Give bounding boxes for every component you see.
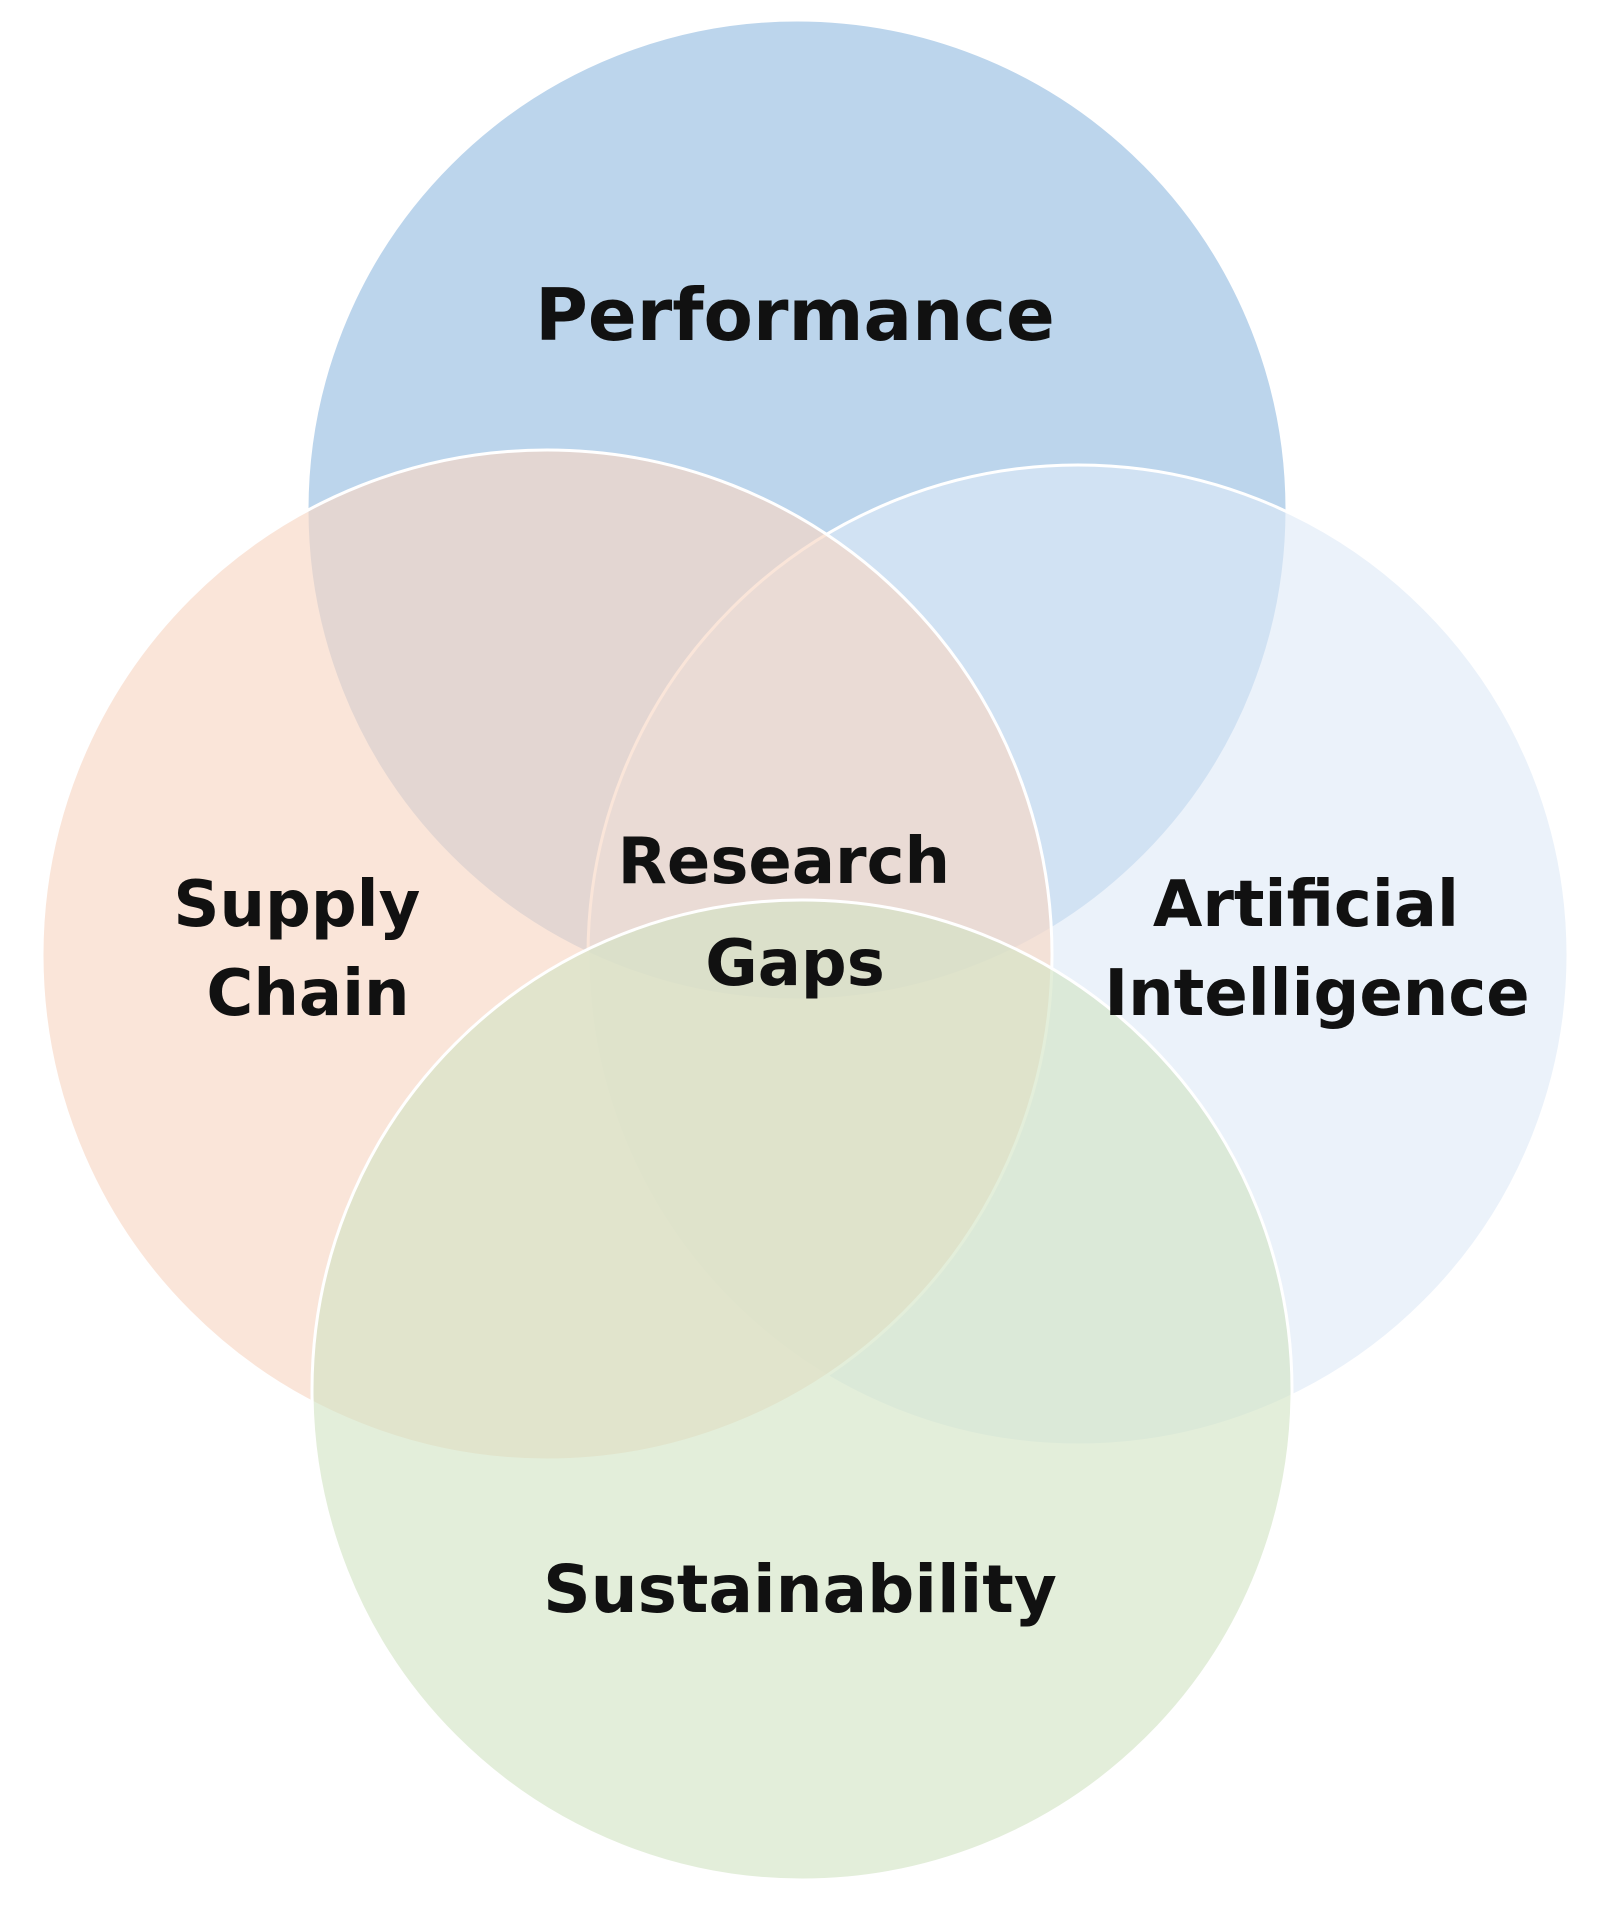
- label-supply-chain: Supply Chain: [173, 868, 442, 1031]
- label-supply-line-1: Supply: [173, 868, 420, 942]
- label-performance: Performance: [535, 273, 1055, 357]
- label-ai-line-1: Artificial: [1153, 868, 1459, 942]
- label-performance-line: Performance: [535, 273, 1055, 357]
- circle-sustainability: [310, 898, 1294, 1882]
- label-research-gaps: Research Gaps: [618, 825, 973, 1001]
- label-supply-line-2: Chain: [206, 957, 409, 1031]
- label-artificial-intelligence: Artificial Intelligence: [1104, 868, 1529, 1031]
- label-research-line-1: Research: [618, 825, 950, 899]
- label-sustainability: Sustainability: [543, 1551, 1057, 1628]
- label-research-line-2: Gaps: [705, 927, 885, 1001]
- label-ai-line-2: Intelligence: [1104, 957, 1529, 1031]
- label-sustainability-line: Sustainability: [543, 1551, 1057, 1628]
